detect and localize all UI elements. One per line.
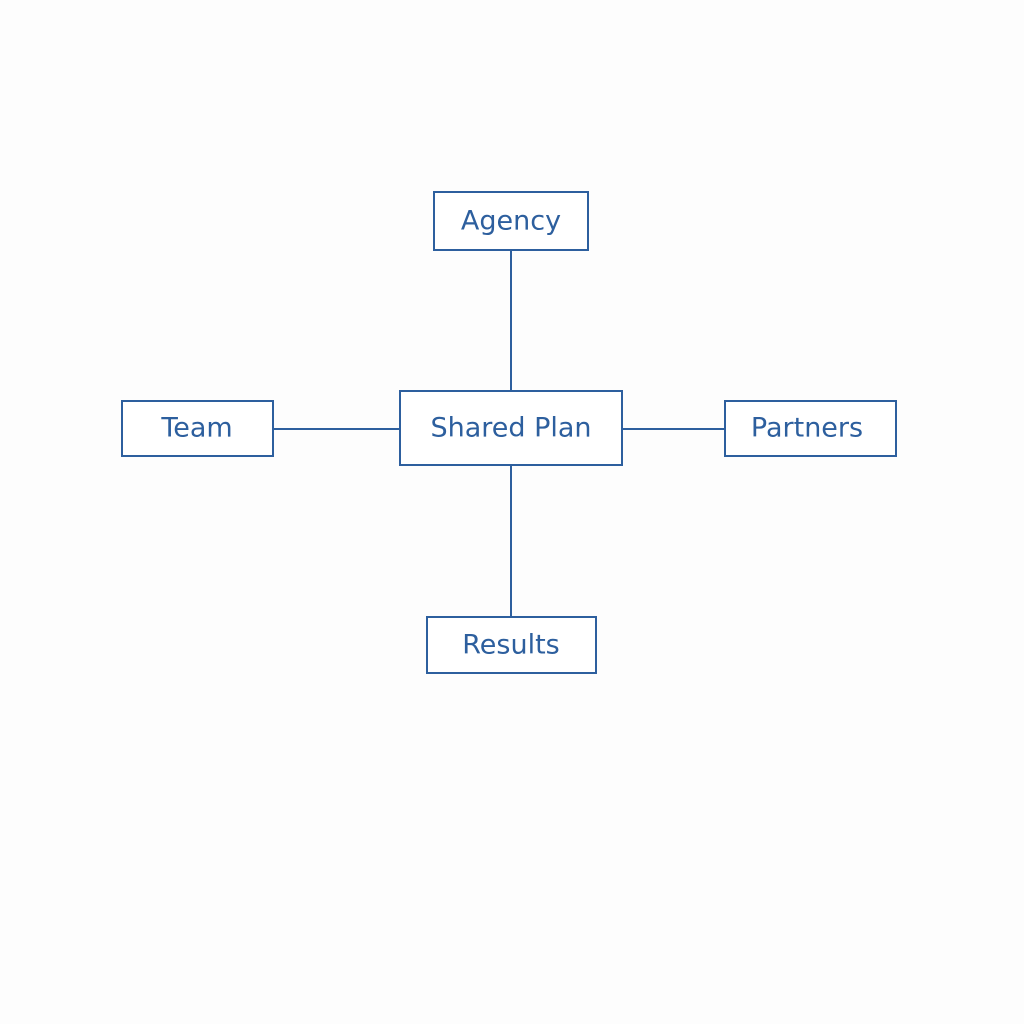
- node-agency-box: [433, 191, 589, 251]
- node-results: Results: [426, 616, 597, 674]
- node-team-box: [121, 400, 274, 457]
- node-shared-plan-box: [399, 390, 623, 466]
- node-agency: Agency: [433, 191, 589, 251]
- node-shared-plan: Shared Plan: [399, 390, 623, 466]
- node-results-box: [426, 616, 597, 674]
- node-partners-box: [724, 400, 897, 457]
- node-results-label: Results: [462, 630, 560, 661]
- node-team-label: Team: [160, 413, 232, 444]
- node-partners-label: Partners: [751, 413, 863, 444]
- node-shared-plan-label: Shared Plan: [430, 413, 591, 444]
- node-partners: Partners: [724, 400, 897, 457]
- node-team: Team: [121, 400, 274, 457]
- node-agency-label: Agency: [461, 206, 561, 237]
